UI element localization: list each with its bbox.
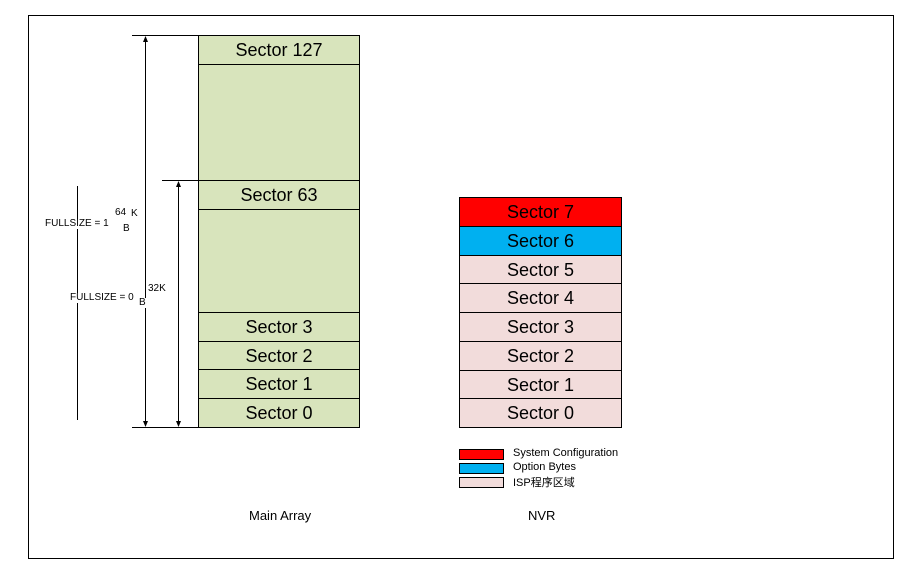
nvr-sector-3: Sector 3 <box>459 312 622 342</box>
fullsize-64k-value: 64 <box>115 207 127 218</box>
fullsize-64k-prefix: FULLSIZE = 1 <box>45 218 109 229</box>
nvr-sector-6: Sector 6 <box>459 226 622 256</box>
legend-swatch-system-configuration <box>459 449 504 460</box>
arrowhead-bottom-64k <box>143 421 148 427</box>
legend-swatch-option-bytes <box>459 463 504 474</box>
diagram-frame <box>28 15 894 559</box>
legend-label-system-configuration: System Configuration <box>513 447 619 459</box>
legend-swatch-isp <box>459 477 504 488</box>
nvr-sector-label: Sector 5 <box>506 259 575 280</box>
nvr-sector-1: Sector 1 <box>459 370 622 399</box>
legend-label-option-bytes: Option Bytes <box>513 461 576 473</box>
nvr-sector-label: Sector 4 <box>506 288 575 308</box>
main-sector-1-label: Sector 1 <box>245 374 313 394</box>
main-sector-0: Sector 0 <box>198 398 360 428</box>
main-array-caption: Main Array <box>249 508 312 523</box>
main-sector-127-label: Sector 127 <box>235 40 323 60</box>
nvr-sector-label: Sector 0 <box>506 403 575 423</box>
main-sector-63: Sector 63 <box>198 180 360 210</box>
fullsize-64k-k: K <box>131 208 138 219</box>
legend-label-isp: ISP程序区域 <box>513 477 575 489</box>
nvr-sector-7: Sector 7 <box>459 197 622 227</box>
nvr-sector-4: Sector 4 <box>459 283 622 313</box>
nvr-sector-2: Sector 2 <box>459 341 622 371</box>
main-sector-2: Sector 2 <box>198 341 360 370</box>
nvr-caption: NVR <box>528 508 556 523</box>
main-sector-0-label: Sector 0 <box>245 403 313 423</box>
main-sector-3: Sector 3 <box>198 312 360 342</box>
nvr-sector-label: Sector 7 <box>506 202 575 222</box>
fullsize-32k-value: 32K <box>148 283 166 294</box>
arrowhead-top <box>143 36 148 42</box>
main-sector-63-label: Sector 63 <box>240 185 318 205</box>
nvr-sector-label: Sector 3 <box>506 317 575 337</box>
fullsize-64k-unit: B <box>123 223 130 234</box>
fullsize-32k-unit: B <box>139 297 146 308</box>
main-sector-2-label: Sector 2 <box>245 345 313 366</box>
nvr-sector-label: Sector 6 <box>506 231 575 251</box>
fullsize-32k-prefix: FULLSIZE = 0 <box>70 292 134 303</box>
arrowhead-middle <box>176 181 181 187</box>
nvr-sector-label: Sector 1 <box>506 374 575 395</box>
nvr-sector-label: Sector 2 <box>506 346 575 366</box>
arrowhead-bottom-32k <box>176 421 181 427</box>
main-sector-3-label: Sector 3 <box>245 317 313 337</box>
nvr-sector-5: Sector 5 <box>459 255 622 284</box>
nvr-sector-0: Sector 0 <box>459 398 622 428</box>
